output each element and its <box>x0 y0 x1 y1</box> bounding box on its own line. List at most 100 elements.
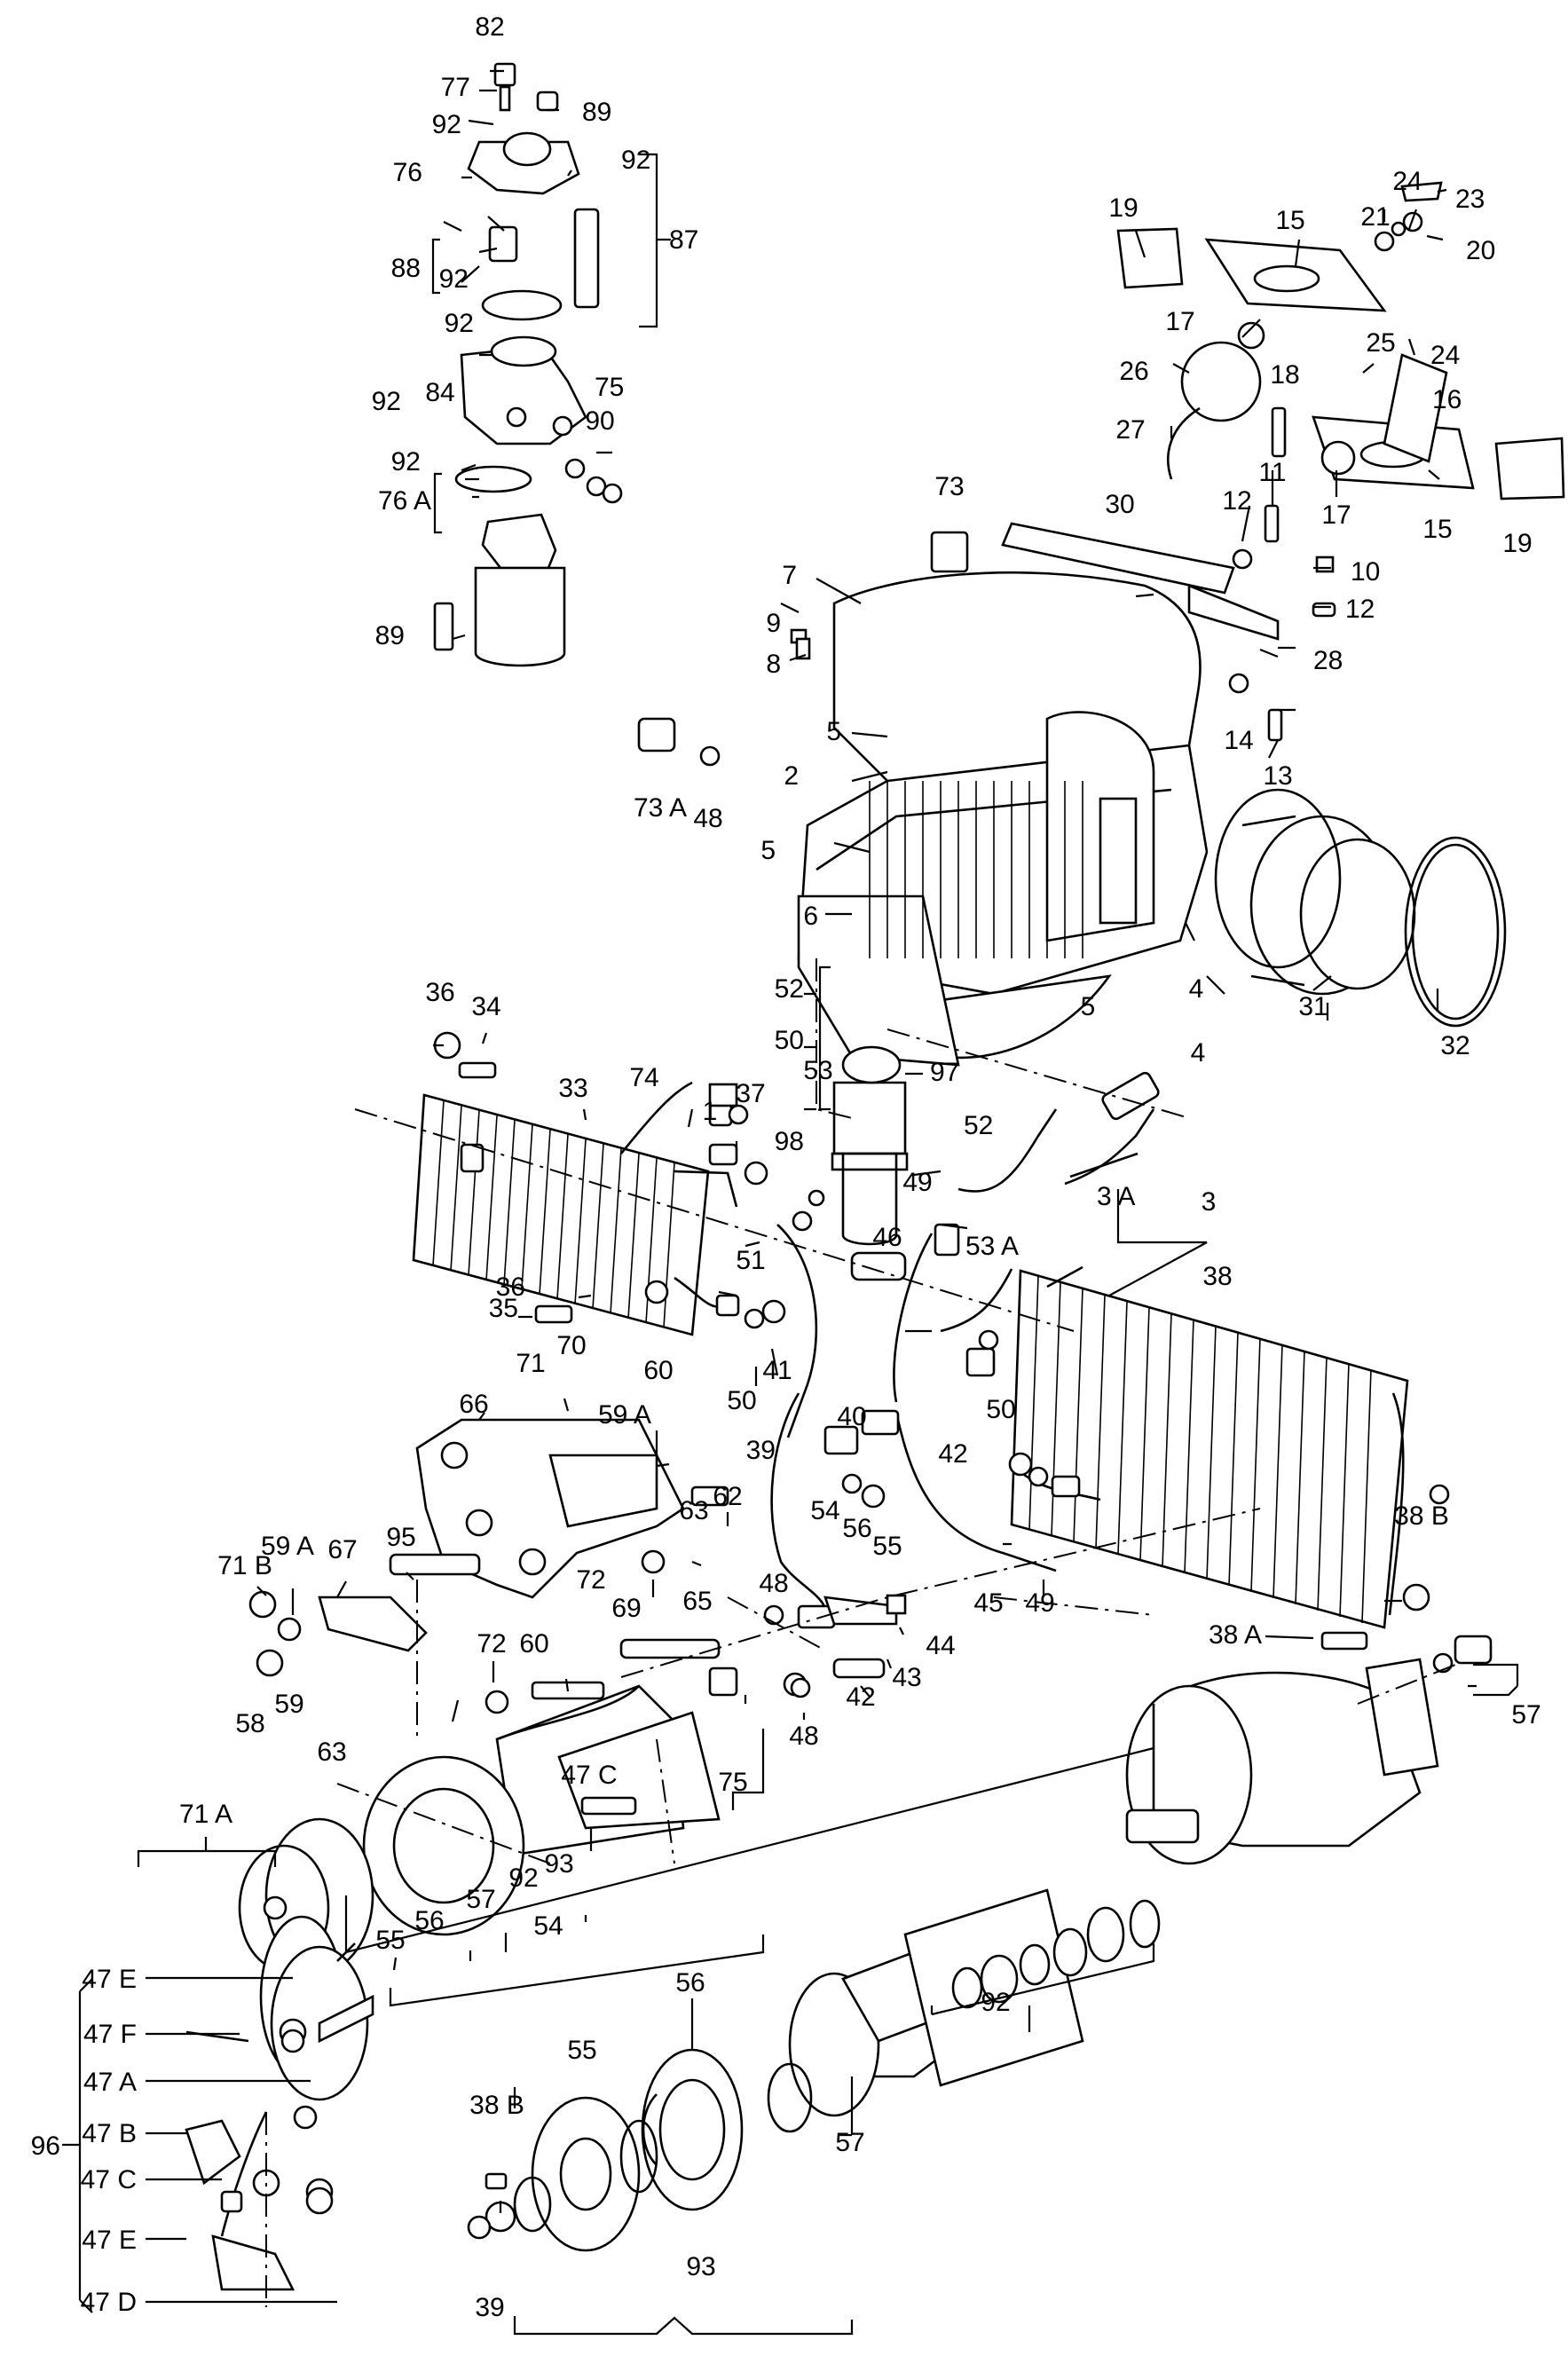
callout-59A: 57 <box>466 1885 495 1914</box>
condenser-right <box>1010 1269 1409 1629</box>
callout-3A: 3 A <box>1097 1182 1135 1211</box>
callout-39: 39 <box>746 1436 776 1465</box>
callout-53A: 53 A <box>965 1232 1019 1261</box>
callout-19: 19 <box>1502 529 1532 558</box>
callout-47B: 47 B <box>82 2119 137 2148</box>
callout-66: 62 <box>713 1482 742 1511</box>
callout-23: 24 <box>1430 341 1460 370</box>
callout-65: 60 <box>519 1629 548 1659</box>
callout-53: 53 <box>803 1056 832 1085</box>
callout-98: 92 <box>432 110 461 139</box>
callout-21: 21 <box>1360 202 1390 232</box>
small-fittings <box>248 1031 1493 2215</box>
callout-41: 41 <box>762 1356 792 1385</box>
callout-98: 92 <box>372 387 401 416</box>
callout-18: 18 <box>1270 360 1299 390</box>
callout-15: 15 <box>1275 206 1304 235</box>
callout-92: 87 <box>669 225 698 255</box>
callout-17: 17 <box>1165 307 1194 336</box>
callout-46: 45 <box>973 1588 1003 1618</box>
callout-47C: 47 C <box>81 2165 137 2194</box>
callout-50: 50 <box>775 1026 804 1055</box>
callout-74: 71 B <box>217 1551 272 1580</box>
callout-58: 55 <box>375 1926 405 1955</box>
callout-55: 55 <box>872 1532 902 1561</box>
expansion-valve-assembly <box>433 62 623 667</box>
compressor-exploded <box>467 1658 1439 2252</box>
callout-4: 4 <box>1189 974 1204 1004</box>
callout-28: 30 <box>1105 490 1134 519</box>
callout-10: 10 <box>1351 557 1380 587</box>
callout-29: 31 <box>1298 992 1328 1021</box>
callout-6: 6 <box>803 902 818 931</box>
callout-47E: 47 E <box>82 2226 137 2255</box>
callout-73A: 71 A <box>179 1800 232 1829</box>
callout-59: 56 <box>675 1968 705 1997</box>
callout-47F: 47 F <box>83 2020 137 2049</box>
callout-8: 8 <box>766 650 781 679</box>
callout-71A: 67 <box>327 1535 357 1564</box>
callout-5: 5 <box>1081 992 1096 1021</box>
callout-11: 11 <box>1258 458 1286 487</box>
evaporator-housing <box>797 522 1280 1067</box>
callout-40: 40 <box>837 1402 866 1431</box>
callout-50: 50 <box>727 1386 756 1415</box>
callout-63: 59 A <box>261 1532 314 1561</box>
callout-26: 27 <box>1115 415 1145 445</box>
callout-51: 51 <box>736 1246 765 1275</box>
callout-5: 5 <box>760 836 776 865</box>
hoses <box>770 1071 1160 1625</box>
callout-63: 59 A <box>598 1400 651 1430</box>
callout-98: 92 <box>391 447 421 477</box>
callout-38A: 38 B <box>469 2091 524 2120</box>
callout-19: 19 <box>1108 193 1138 223</box>
callout-4: 4 <box>1191 1038 1206 1068</box>
receiver-drier <box>831 1045 909 1246</box>
callout-75: 72 <box>477 1629 506 1659</box>
callout-16: 16 <box>1432 385 1462 414</box>
callout-89: 77 <box>441 73 470 102</box>
callout-87: 76 <box>393 158 422 187</box>
callout-23: 24 <box>1392 167 1422 196</box>
callout-56: 56 <box>842 1514 871 1543</box>
callout-76: 73 <box>934 472 964 501</box>
callout-47: 46 <box>872 1223 902 1252</box>
callout-93: 88 <box>391 254 421 283</box>
callout-27: 28 <box>1313 646 1343 675</box>
callout-86: 75 <box>595 373 624 402</box>
callout-96: 92 <box>981 1988 1010 2017</box>
callout-95: 89 <box>582 98 611 127</box>
callout-94: 90 <box>585 406 614 436</box>
callout-62: 58 <box>235 1709 264 1738</box>
callout-48: 48 <box>759 1569 788 1598</box>
callout-38B: 39 <box>475 2293 504 2322</box>
callout-95: 89 <box>375 621 405 650</box>
callout-63: 59 <box>274 1690 303 1719</box>
callout-52: 52 <box>964 1111 993 1140</box>
callout-25: 26 <box>1119 357 1148 386</box>
callout-5: 5 <box>826 717 841 746</box>
callout-67: 63 <box>679 1496 708 1525</box>
callout-58: 55 <box>567 2036 596 2065</box>
callout-34: 36 <box>425 978 454 1007</box>
clutch-pulley <box>185 1915 374 2291</box>
callout-52: 52 <box>775 974 804 1004</box>
callout-34: 36 <box>496 1273 525 1302</box>
callout-42: 42 <box>938 1439 967 1469</box>
callout-9: 9 <box>766 609 781 638</box>
callout-75: 72 <box>576 1565 605 1595</box>
callout-30: 32 <box>1440 1031 1470 1060</box>
callout-12: 12 <box>1222 486 1251 516</box>
callout-97: 93 <box>686 2252 715 2281</box>
callout-82: 75 <box>718 1768 747 1797</box>
callout-97: 93 <box>544 1849 573 1879</box>
callout-59A: 57 <box>835 2128 864 2157</box>
callout-14: 14 <box>1224 726 1253 755</box>
callout-38: 38 B <box>1394 1501 1449 1531</box>
compressor-bracket <box>318 1418 729 1659</box>
callout-59: 56 <box>414 1906 444 1935</box>
condenser-left <box>412 1081 738 1336</box>
callout-57: 54 <box>533 1911 563 1941</box>
callout-32: 34 <box>471 992 500 1021</box>
